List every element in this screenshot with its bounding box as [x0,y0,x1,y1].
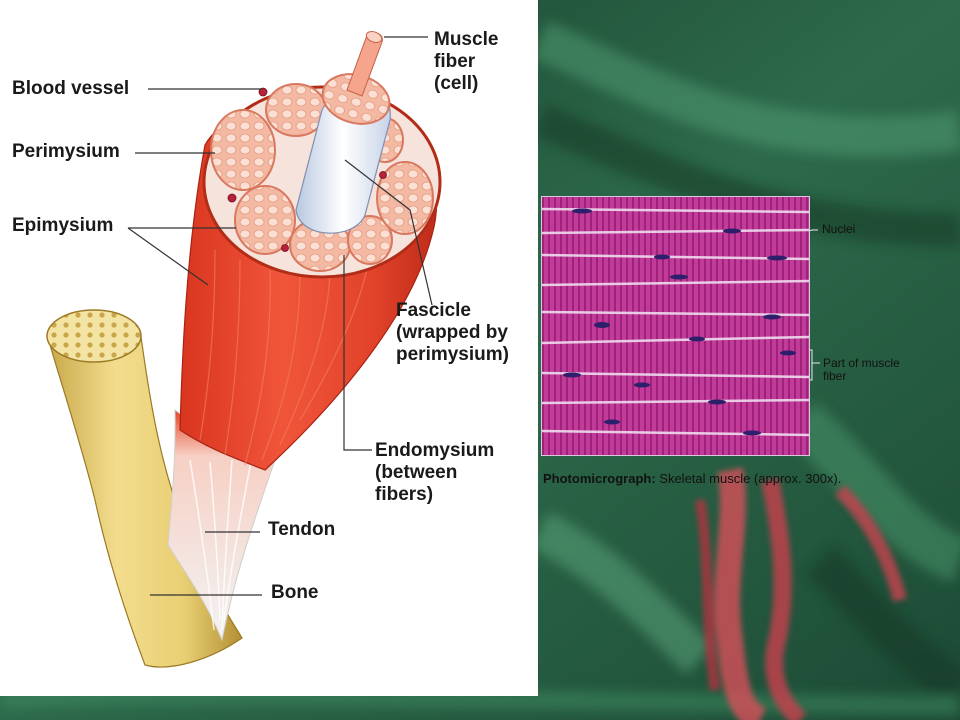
leader-lines [127,36,433,596]
fascicle-cylinder [295,73,391,234]
label-fascicle-line2: (wrapped by [396,322,508,343]
label-tendon: Tendon [268,519,336,540]
label-endomysium-line2: (between [375,462,458,483]
label-epimysium: Epimysium [12,215,114,236]
label-muscle-fiber: Muscle fiber (cell) [434,29,498,95]
label-fascicle-line1: Fascicle [396,300,471,321]
label-endomysium: Endomysium (between fibers) [375,440,494,506]
label-muscle-fiber-line3: (cell) [434,73,479,94]
label-blood-vessel: Blood vessel [12,78,130,99]
label-part-of-muscle-fiber-line2: fiber [823,369,847,383]
micrograph-caption: Photomicrograph: Skeletal muscle (approx… [543,471,841,486]
caption-text: Skeletal muscle (approx. 300x). [655,471,842,486]
label-perimysium: Perimysium [12,141,120,162]
label-muscle-fiber-line2: fiber [434,51,476,72]
caption-bold: Photomicrograph: [543,471,656,486]
label-endomysium-line3: fibers) [375,484,434,505]
skeletal-muscle-photomicrograph [541,196,810,456]
label-endomysium-line1: Endomysium [375,440,495,461]
fascicles [210,83,434,272]
label-bone: Bone [271,582,319,603]
label-muscle-fiber-line1: Muscle [434,29,499,50]
label-nuclei: Nuclei [822,222,856,236]
label-fascicle-line3: perimysium) [396,344,509,365]
label-part-of-muscle-fiber-line1: Part of muscle [823,356,900,370]
label-fascicle: Fascicle (wrapped by perimysium) [396,300,509,366]
muscle-fiber-cylinder [346,31,383,97]
label-part-of-muscle-fiber: Part of muscle fiber [823,357,900,383]
